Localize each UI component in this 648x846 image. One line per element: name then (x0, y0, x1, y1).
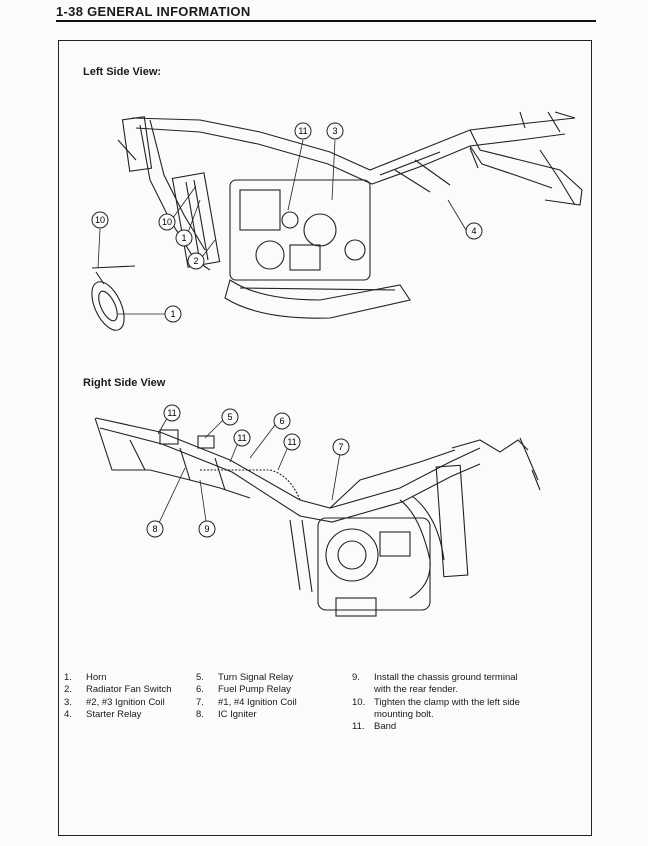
callout-6-right: 6 (273, 412, 291, 430)
legend-item: 10. Tighten the clamp with the left side … (352, 697, 524, 722)
legend-text: Tighten the clamp with the left side mou… (374, 696, 520, 720)
legend-text: #1, #4 Ignition Coil (218, 696, 297, 708)
callout-3-left: 3 (326, 122, 344, 140)
callout-leaders (97, 139, 467, 529)
legend-number: 10. (352, 696, 366, 708)
legend-column-2: 5. Turn Signal Relay 6. Fuel Pump Relay 7.… (196, 672, 297, 721)
svg-text:7: 7 (338, 442, 343, 452)
legend-item: 7. #1, #4 Ignition Coil (196, 697, 297, 709)
svg-text:10: 10 (162, 217, 172, 227)
legend-item: 8. IC Igniter (196, 709, 297, 721)
legend-item: 11. Band (352, 721, 524, 733)
legend-text: Turn Signal Relay (218, 672, 294, 683)
legend-text: Horn (86, 672, 107, 683)
svg-text:3: 3 (332, 126, 337, 136)
left-callouts: 11 3 10 10 1 2 4 1 (91, 122, 483, 323)
legend-item: 5. Turn Signal Relay (196, 672, 297, 684)
legend-column-1: 1. Horn 2. Radiator Fan Switch 3. #2, #3 Ig… (64, 672, 172, 721)
svg-text:1: 1 (181, 233, 186, 243)
callout-11-right-b: 11 (233, 429, 251, 447)
legend-number: 9. (352, 672, 360, 683)
left-view-title: Left Side View: (83, 66, 162, 78)
legend-item: 6. Fuel Pump Relay (196, 684, 297, 696)
legend-text: Starter Relay (86, 708, 142, 720)
horn-drawing (91, 265, 136, 331)
page-header: 1-38 GENERAL INFORMATION (56, 4, 251, 19)
svg-text:2: 2 (193, 256, 198, 266)
callout-10-left-b: 10 (91, 211, 109, 229)
legend-text: Install the chassis ground terminal with… (374, 672, 518, 696)
callout-11-right-a: 11 (163, 404, 181, 422)
callout-11-right-c: 11 (283, 433, 301, 451)
svg-text:1: 1 (170, 309, 175, 319)
callout-2-left: 2 (187, 252, 205, 270)
right-callouts: 11 5 6 11 11 7 8 9 (146, 404, 350, 538)
legend-item: 4. Starter Relay (64, 709, 172, 721)
legend-number: 4. (64, 708, 72, 720)
legend-number: 1. (64, 672, 72, 683)
callout-7-right: 7 (332, 438, 350, 456)
legend-item: 3. #2, #3 Ignition Coil (64, 697, 172, 709)
left-frame-drawing (117, 111, 583, 319)
svg-text:11: 11 (237, 433, 246, 443)
legend-text: IC Igniter (218, 708, 257, 720)
callout-8-right: 8 (146, 520, 164, 538)
callout-11-left: 11 (294, 122, 312, 140)
legend-column-3: 9. Install the chassis ground terminal wi… (352, 672, 524, 733)
callout-10-left-a: 10 (158, 213, 176, 231)
legend-number: 8. (196, 708, 204, 720)
legend-item: 9. Install the chassis ground terminal wi… (352, 672, 524, 697)
svg-text:10: 10 (95, 215, 105, 225)
callout-4-left: 4 (465, 222, 483, 240)
legend-text: #2, #3 Ignition Coil (86, 696, 165, 708)
legend-text: Fuel Pump Relay (218, 684, 291, 696)
svg-text:5: 5 (227, 412, 232, 422)
legend-item: 1. Horn (64, 672, 172, 684)
right-frame-drawing (94, 417, 541, 617)
legend-number: 5. (196, 672, 204, 683)
callout-9-right: 9 (198, 520, 216, 538)
legend-text: Band (374, 721, 397, 733)
svg-text:8: 8 (152, 524, 157, 534)
right-view-title: Right Side View (83, 377, 166, 389)
callout-5-right: 5 (221, 408, 239, 426)
callout-1-left-b: 1 (164, 305, 182, 323)
svg-text:11: 11 (167, 408, 176, 418)
legend-number: 3. (64, 696, 72, 708)
legend-number: 6. (196, 684, 204, 696)
svg-text:4: 4 (471, 226, 476, 236)
legend-text: Radiator Fan Switch (86, 684, 172, 696)
figure-frame (58, 40, 592, 836)
svg-text:9: 9 (204, 524, 209, 534)
header-rule (56, 20, 596, 22)
svg-text:11: 11 (287, 437, 296, 447)
legend-item: 2. Radiator Fan Switch (64, 684, 172, 696)
legend-number: 7. (196, 696, 204, 708)
callout-1-left-a: 1 (175, 229, 193, 247)
svg-text:11: 11 (298, 126, 307, 136)
legend-number: 11. (352, 721, 365, 733)
svg-text:6: 6 (279, 416, 284, 426)
legend-number: 2. (64, 684, 72, 696)
